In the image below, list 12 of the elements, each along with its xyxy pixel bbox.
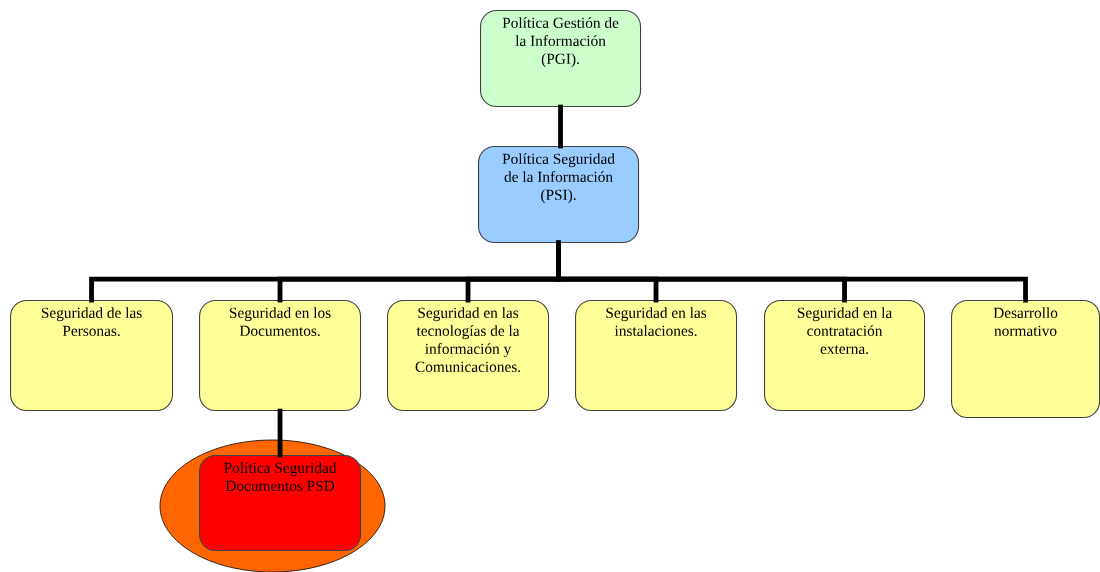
policy-box: Política Gestión de la Información (PGI).	[480, 10, 642, 108]
connector-line	[277, 408, 283, 458]
topic-box: Seguridad de las Personas.	[10, 300, 174, 412]
topic-box: Seguridad en la contratación externa.	[764, 300, 926, 412]
topic-box: Seguridad en los Documentos.	[199, 300, 362, 412]
topic-box: Seguridad en las instalaciones.	[575, 300, 738, 412]
policy-box: Política Seguridad Documentos PSD	[199, 455, 362, 552]
topic-box: Desarrollo normativo	[951, 300, 1100, 419]
policy-box: Política Seguridad de la Información (PSI).	[478, 146, 640, 244]
topic-box: Seguridad en las tecnologías de la información y Comunicaciones.	[387, 300, 550, 412]
connector-line	[558, 104, 563, 149]
connector-line	[556, 240, 1028, 303]
